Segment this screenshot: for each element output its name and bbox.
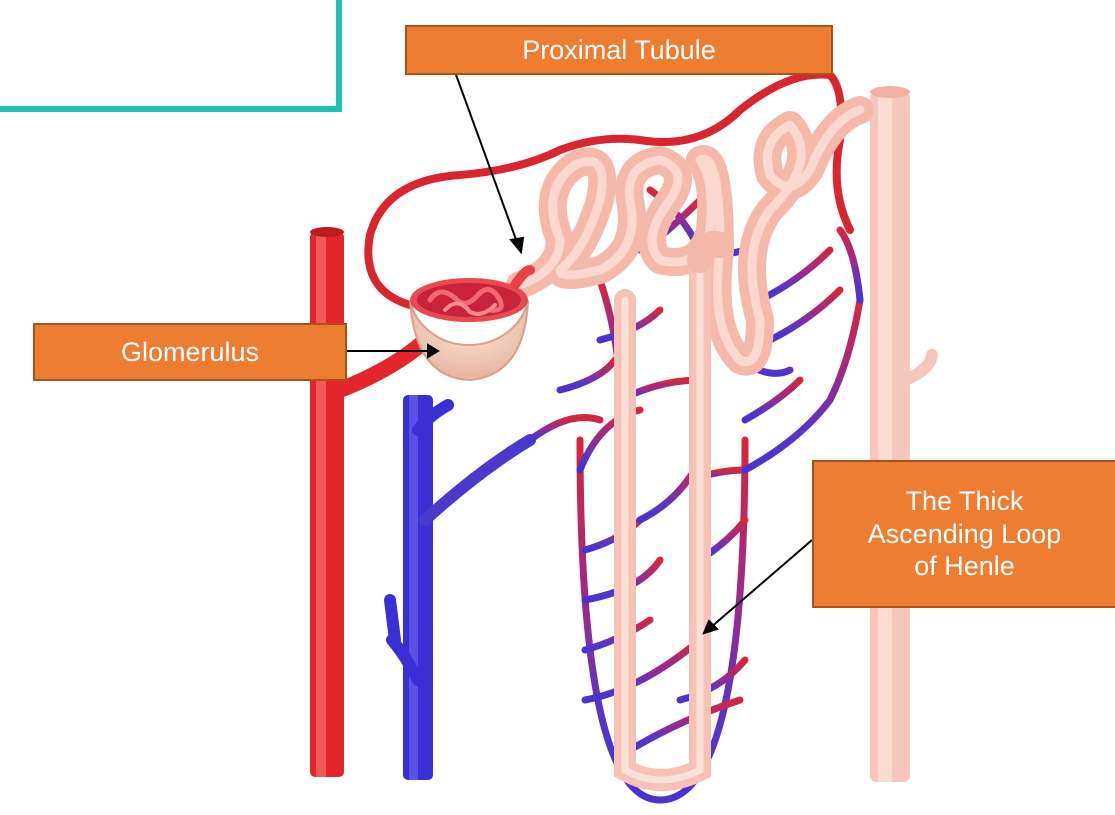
glomerulus-capsule bbox=[410, 270, 530, 380]
glomerulus-label: Glomerulus bbox=[33, 323, 347, 381]
vein bbox=[390, 395, 530, 780]
proximal-tubule-label-text: Proximal Tubule bbox=[522, 34, 716, 66]
thick-ascending-line-3: of Henle bbox=[914, 550, 1015, 582]
glomerulus-label-text: Glomerulus bbox=[121, 336, 259, 368]
thick-ascending-loop-label: The Thick Ascending Loop of Henle bbox=[812, 460, 1115, 608]
collecting-duct bbox=[870, 86, 932, 782]
thick-ascending-line-2: Ascending Loop bbox=[868, 518, 1062, 550]
proximal-tubule-label: Proximal Tubule bbox=[405, 25, 833, 75]
thick-ascending-line-1: The Thick bbox=[905, 485, 1023, 517]
